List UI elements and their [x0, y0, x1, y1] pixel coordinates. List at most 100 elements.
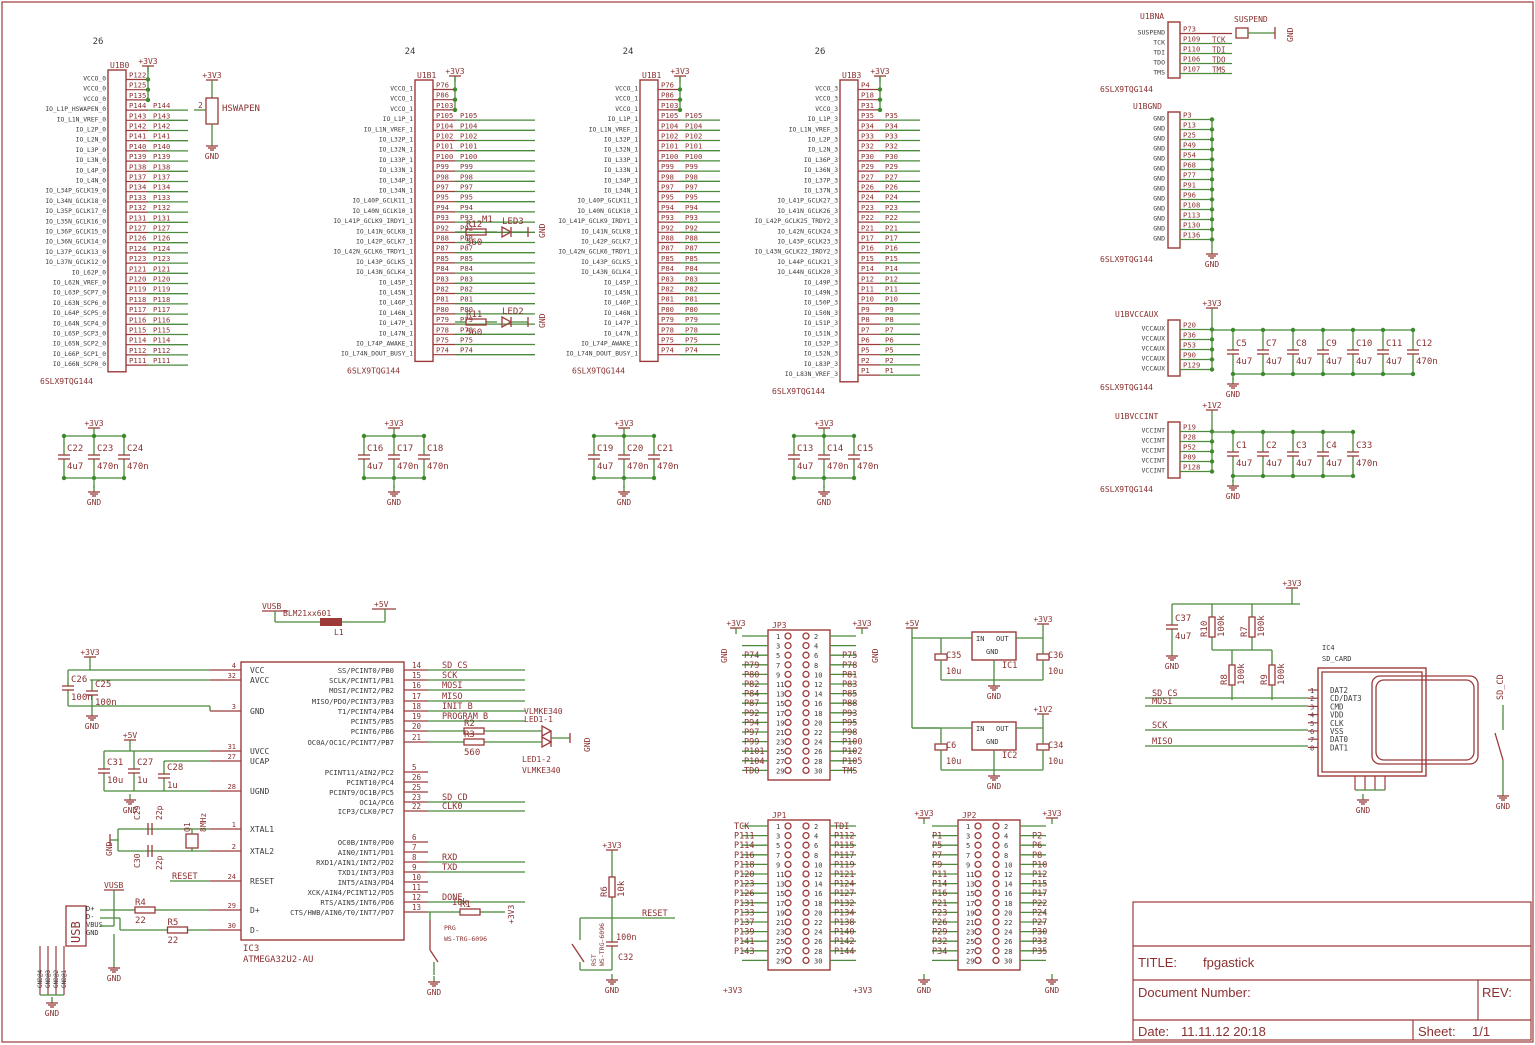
bank-pin-number: P110 — [1183, 45, 1200, 54]
sd-pin-name: DAT1 — [1330, 743, 1348, 752]
header-pin-number: 9 — [776, 671, 780, 679]
resistor-body — [463, 727, 485, 735]
mcu-pin-name: PCINT5/PB5 — [351, 717, 394, 726]
cap-value: 470n — [857, 462, 879, 472]
bank-pin-number: P86 — [661, 91, 674, 100]
bank-pin-name: GND — [1153, 215, 1165, 223]
header-net: P127 — [834, 889, 854, 899]
header-pin — [802, 632, 810, 640]
header-pin — [974, 841, 982, 849]
net-label: P99 — [460, 162, 473, 171]
cap-ref: C4 — [1326, 441, 1337, 451]
bank-pin-name: IO_L34P_GCLK19_0 — [45, 188, 106, 195]
bank-pin-number: P75 — [436, 336, 449, 345]
header-net: P15 — [1032, 880, 1047, 890]
header-pin-number: 3 — [966, 833, 970, 841]
header-pin-number: 14 — [1004, 881, 1012, 889]
cap-value: 4u7 — [367, 462, 383, 472]
bank-pin-name: IO_L41N_GCLK8_1 — [581, 228, 638, 235]
bank-pin-name: IO_L43N_GCLK4_1 — [356, 269, 413, 276]
bank-pin-number: P143 — [129, 111, 146, 120]
cap-value: 470n — [627, 462, 649, 472]
gnd-label: GND — [605, 986, 620, 995]
net-label: P16 — [885, 244, 898, 253]
bank-pin-number: P77 — [1183, 171, 1196, 180]
header-pin-number: 14 — [814, 691, 822, 699]
bank-pin-number: P82 — [661, 285, 674, 294]
bank-pin-name: GND — [1153, 115, 1165, 123]
supply-label: +5V — [123, 731, 138, 740]
header-net: P81 — [842, 670, 857, 680]
bank-pin-name: IO_L33P_1 — [604, 157, 638, 164]
cap-ref: C2 — [1266, 441, 1277, 451]
bank-pin-number: P92 — [661, 223, 674, 232]
cap-value: 100n — [71, 693, 93, 703]
bank-pin-number: P79 — [661, 315, 674, 324]
mcu-pin-name: UVCC — [250, 747, 269, 756]
header-net: P99 — [744, 738, 759, 748]
bank-pin-number: P23 — [861, 203, 874, 212]
header-pin-number: 16 — [814, 890, 822, 898]
net-label: P75 — [685, 336, 698, 345]
sd-outline — [1317, 667, 1427, 777]
bank-pin-number: P123 — [129, 254, 146, 263]
header-net: P32 — [932, 937, 947, 947]
mcu-pin-number: 23 — [412, 793, 421, 802]
mcu-pin-number: 7 — [412, 843, 417, 852]
cap-ref: C37 — [1175, 614, 1191, 624]
cap-ref: C17 — [397, 444, 413, 454]
net-label: P141 — [153, 132, 170, 141]
bank-pin-number: P100 — [661, 152, 678, 161]
bank-pin-name: IO_L43P_GCLK5_1 — [581, 259, 638, 266]
bank-pin-number: P95 — [436, 193, 449, 202]
res-ref: R7 — [1240, 626, 1250, 637]
bank-pin-number: P81 — [436, 295, 449, 304]
bank-pin-name: IO_L1N_VREF_3 — [789, 126, 838, 133]
reg-pin: GND — [986, 648, 999, 656]
cap-ref: C28 — [167, 763, 183, 773]
junction-dot — [61, 433, 67, 439]
mcu-pin-number: 9 — [412, 863, 417, 872]
header-pin-number: 16 — [814, 700, 822, 708]
header-net: P116 — [734, 851, 754, 861]
bank-pin-name: VCCO_3 — [815, 86, 838, 93]
header-pin-number: 12 — [1004, 871, 1012, 879]
sd-net: MISO — [1152, 737, 1172, 747]
gnd-label: GND — [105, 841, 114, 856]
bank-pin-number: P105 — [436, 111, 453, 120]
header-net: P115 — [834, 841, 854, 851]
header-pin — [992, 889, 1000, 897]
bank-pin-number: P131 — [129, 213, 146, 222]
junction-dot — [391, 433, 397, 439]
header-net: P92 — [744, 709, 759, 719]
mcu-pin-name: XTAL2 — [250, 847, 274, 856]
bank-pin-name: IO_L36N_3 — [804, 167, 838, 174]
supply-label: +3V3 — [1202, 299, 1221, 308]
header-net: P33 — [1032, 937, 1047, 947]
header-pin — [802, 918, 810, 926]
bank-pin-number: P127 — [129, 224, 146, 233]
bank-pin-number: P1 — [861, 366, 870, 375]
bank-pin-name: IO_L42P_GCLK7_1 — [356, 239, 413, 246]
bank-package: 6SLX9TQG144 — [1100, 485, 1153, 494]
header-net: P118 — [734, 860, 754, 870]
bank-pin-name: TDI — [1153, 49, 1165, 57]
header-pin — [802, 879, 810, 888]
reset-net: RESET — [642, 909, 668, 919]
cap-value: 4u7 — [1266, 357, 1282, 367]
usb-shield-pin: GND@4 — [37, 970, 44, 988]
header-pin — [992, 841, 1000, 849]
res-value: 22 — [168, 936, 179, 946]
mcu-pin-name: D- — [250, 926, 260, 935]
bank-pin-name: IO_L36N_GCLK14_0 — [45, 239, 106, 246]
net-label: P119 — [153, 285, 170, 294]
header-pin-number: 29 — [776, 767, 784, 775]
cap-value: 100n — [95, 698, 117, 708]
header-pin — [974, 851, 982, 859]
header-net: P137 — [734, 918, 754, 928]
header-pin — [992, 927, 1000, 936]
junction-dot — [851, 433, 857, 439]
header-net: P138 — [834, 918, 854, 928]
